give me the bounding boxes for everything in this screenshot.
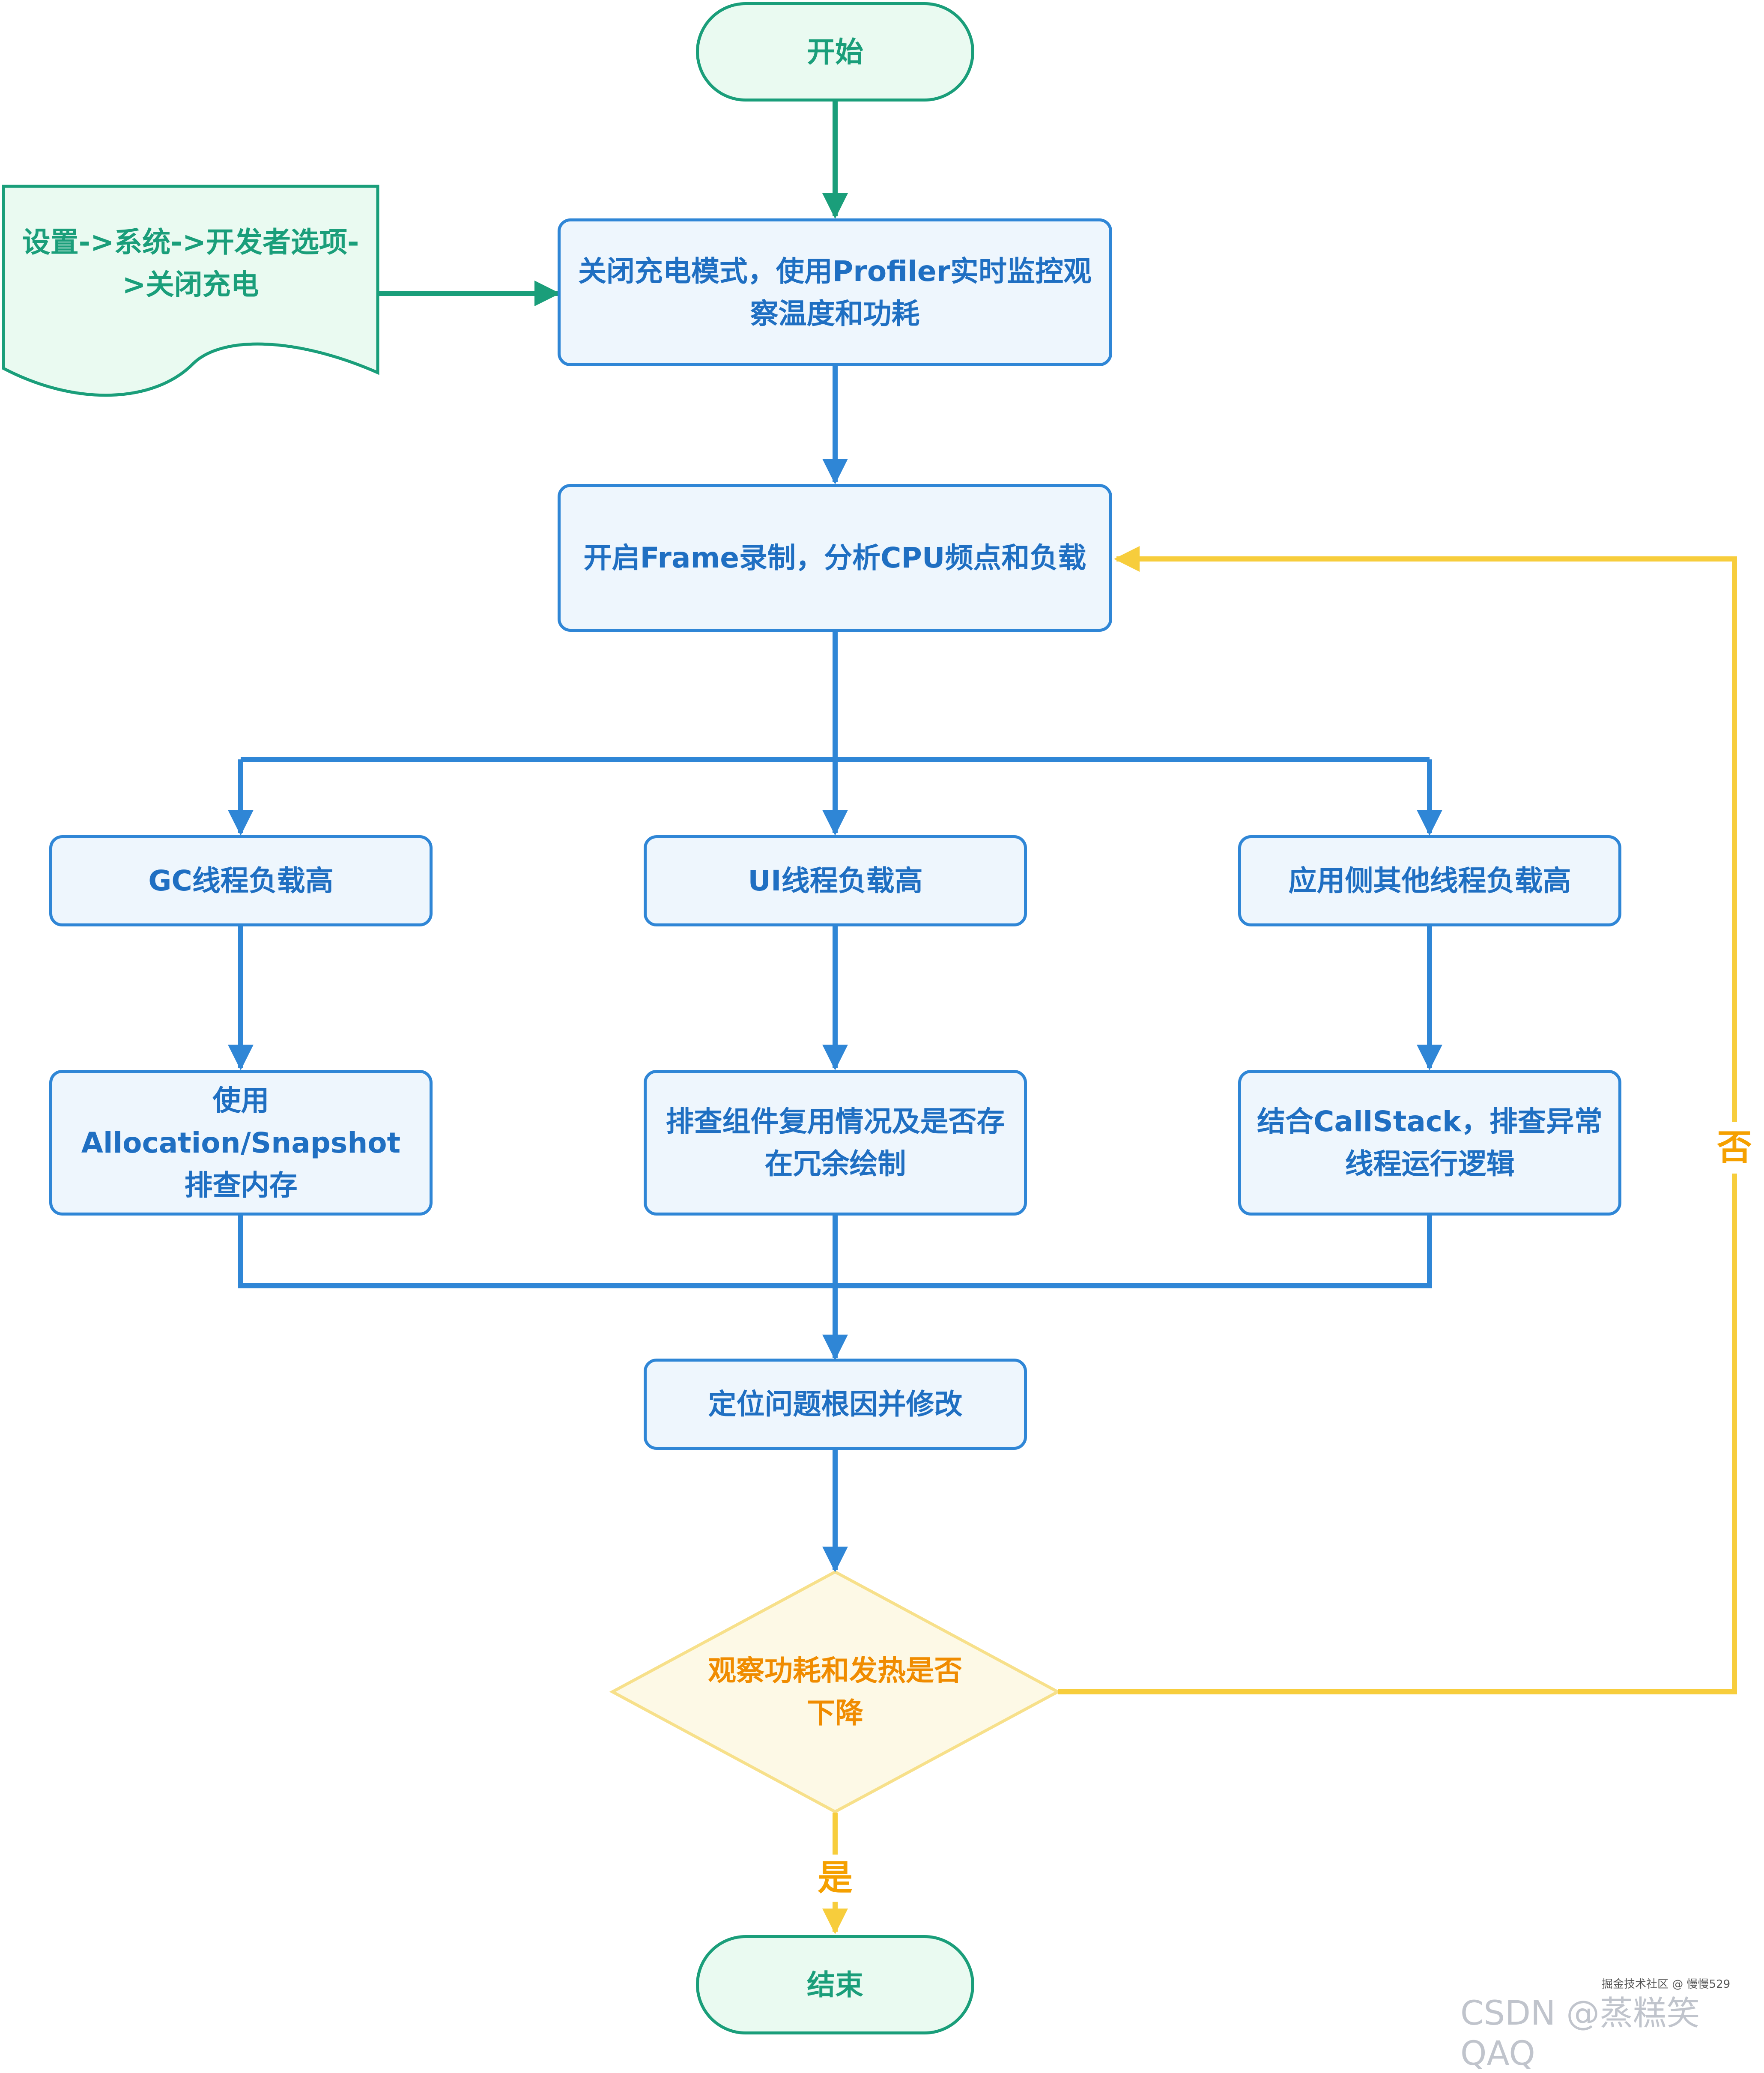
decision-node: 观察功耗和发热是否 下降 [668,1632,1002,1752]
gc-high-label: GC线程负载高 [148,864,334,897]
callstack-line-1: 结合CallStack，排查异常 [1257,1105,1603,1138]
gc-high-node: GC线程负载高 [49,835,433,926]
disable-charging-node: 关闭充电模式，使用Profiler实时监控观 察温度和功耗 [558,218,1112,366]
component-reuse-line-2: 在冗余绘制 [764,1147,906,1180]
app-other-high-label: 应用侧其他线程负载高 [1288,864,1571,897]
callstack-node: 结合CallStack，排查异常 线程运行逻辑 [1238,1070,1621,1216]
app-other-high-node: 应用侧其他线程负载高 [1238,835,1621,926]
decision-line-1: 观察功耗和发热是否 [708,1654,962,1687]
alloc-snapshot-line-2: 排查内存 [184,1168,298,1202]
decision-diamond-shape [609,1570,1061,1813]
frame-record-label: 开启Frame录制，分析CPU频点和负载 [583,541,1086,574]
start-label: 开始 [807,35,863,69]
watermark-large: CSDN @蒸糕笑QAQ [1460,1994,1700,2073]
locate-fix-label: 定位问题根因并修改 [708,1388,963,1421]
component-reuse-line-1: 排查组件复用情况及是否存 [666,1105,1005,1138]
frame-record-node: 开启Frame录制，分析CPU频点和负载 [558,484,1112,632]
end-label: 结束 [807,1968,863,2001]
settings-document-shape [2,185,379,397]
settings-document-node: 设置->系统->开发者选项- >关闭充电 [4,206,377,321]
alloc-snapshot-node: 使用Allocation/Snapshot 排查内存 [49,1070,433,1216]
edge-label-no: 否 [1711,1122,1758,1174]
edge-label-yes: 是 [814,1855,857,1902]
ui-high-node: UI线程负载高 [644,835,1027,926]
locate-fix-node: 定位问题根因并修改 [644,1359,1027,1450]
callstack-line-2: 线程运行逻辑 [1345,1147,1515,1180]
disable-charging-line-1: 关闭充电模式，使用Profiler实时监控观 [578,254,1092,288]
alloc-snapshot-line-1: 使用Allocation/Snapshot [81,1084,401,1159]
decision-line-2: 下降 [807,1697,863,1729]
settings-document-line-2: >关闭充电 [122,268,259,301]
end-node: 结束 [696,1935,974,2034]
watermark-small: 掘金技术社区 @ 慢慢529 [1602,1978,1731,1991]
ui-high-label: UI线程负载高 [748,864,923,897]
settings-document-line-1: 设置->系统->开发者选项- [22,226,359,259]
component-reuse-node: 排查组件复用情况及是否存 在冗余绘制 [644,1070,1027,1216]
start-node: 开始 [696,2,974,102]
disable-charging-line-2: 察温度和功耗 [750,297,920,330]
